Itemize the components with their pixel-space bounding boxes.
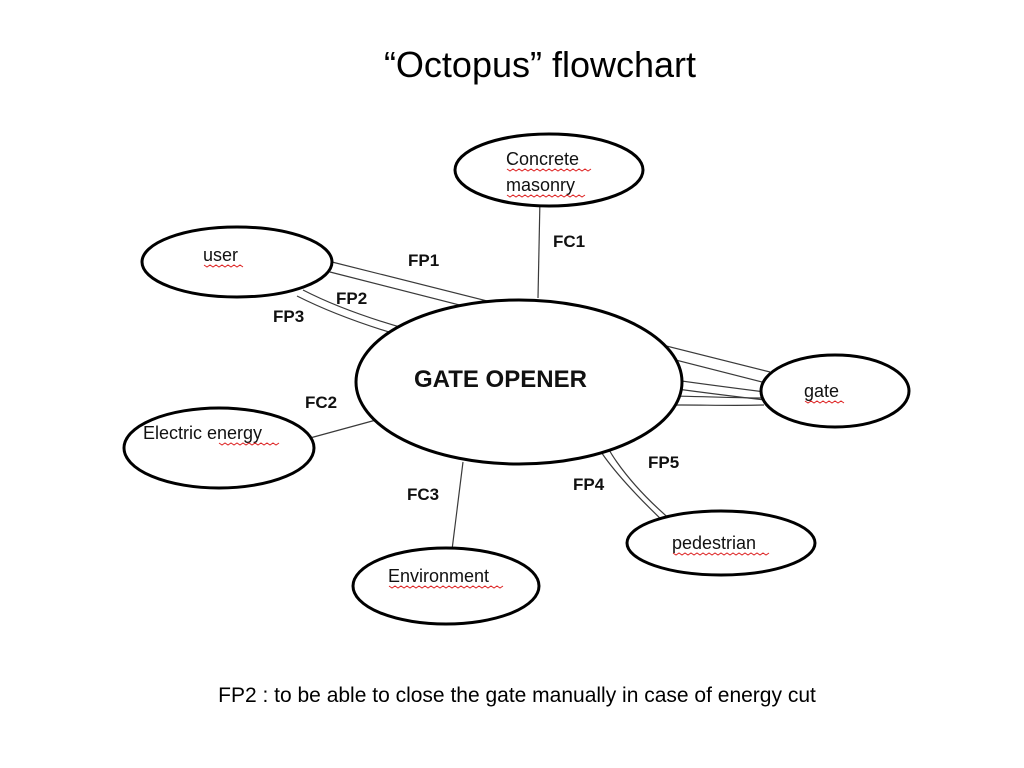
node-electric-energy: [122, 406, 316, 490]
label-fc2: FC2: [305, 393, 337, 412]
page-title: “Octopus” flowchart: [383, 44, 697, 85]
squiggle-environment: [388, 585, 504, 589]
squiggle-pedestrian: [672, 552, 770, 556]
label-environment: Environment: [388, 566, 489, 586]
squiggle-concrete: [506, 168, 592, 172]
node-user: [140, 225, 334, 299]
link-fc2: [309, 419, 377, 439]
label-pedestrian: pedestrian: [672, 533, 756, 553]
squiggle-user: [203, 264, 244, 268]
label-fc3: FC3: [407, 485, 439, 504]
label-fp3: FP3: [273, 307, 304, 326]
link-fc1: [537, 197, 541, 299]
label-fc1: FC1: [553, 232, 585, 251]
node-pedestrian: [625, 509, 817, 577]
squiggle-gate: [804, 400, 845, 404]
squiggle-masonry: [506, 194, 586, 198]
label-user: user: [203, 245, 238, 265]
label-fp4: FP4: [573, 475, 605, 494]
label-fp1: FP1: [408, 251, 439, 270]
link-fc3: [451, 461, 464, 551]
node-gate-opener: [354, 298, 684, 466]
label-gate: gate: [804, 381, 839, 401]
squiggle-energy: [218, 442, 280, 446]
label-gate-opener: GATE OPENER: [414, 366, 587, 393]
label-concrete-line1: Concrete: [506, 149, 579, 169]
caption: FP2 : to be able to close the gate manua…: [218, 684, 816, 707]
label-fp2: FP2: [336, 289, 367, 308]
node-gate: [759, 353, 911, 429]
label-fp5: FP5: [648, 453, 679, 472]
label-concrete-line2: masonry: [506, 175, 575, 195]
node-environment: [351, 546, 541, 626]
label-electric-energy: Electric energy: [143, 423, 262, 443]
node-concrete-masonry: [453, 132, 645, 208]
